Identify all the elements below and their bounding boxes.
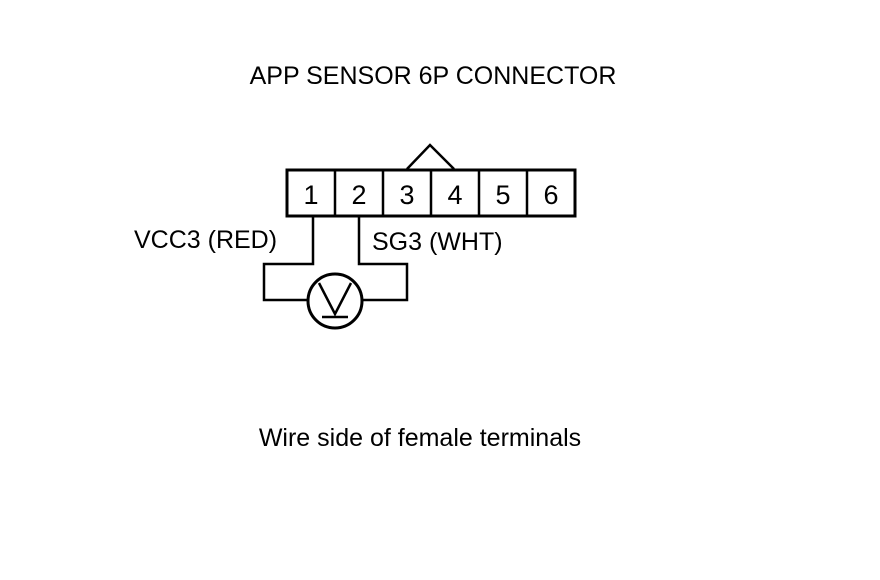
wire-label-sg3: SG3 (WHT): [372, 228, 503, 256]
connector-lock-tab: [406, 143, 455, 170]
connector-dividers: [333, 170, 529, 216]
test-lead-pin-1: [262, 216, 315, 302]
pin-3: 3: [399, 180, 414, 210]
pin-5: 5: [495, 180, 510, 210]
wire-label-vcc3: VCC3 (RED): [134, 226, 277, 254]
diagram-caption: Wire side of female terminals: [259, 424, 581, 452]
diagram-title: APP SENSOR 6P CONNECTOR: [250, 62, 617, 90]
voltmeter-icon: [306, 272, 364, 330]
pin-6: 6: [543, 180, 558, 210]
connector-pins: 1 2 3 4 5 6: [303, 180, 558, 210]
test-lead-pin-2: [357, 216, 409, 302]
pin-1: 1: [303, 180, 318, 210]
pin-4: 4: [447, 180, 462, 210]
pin-2: 2: [351, 180, 366, 210]
